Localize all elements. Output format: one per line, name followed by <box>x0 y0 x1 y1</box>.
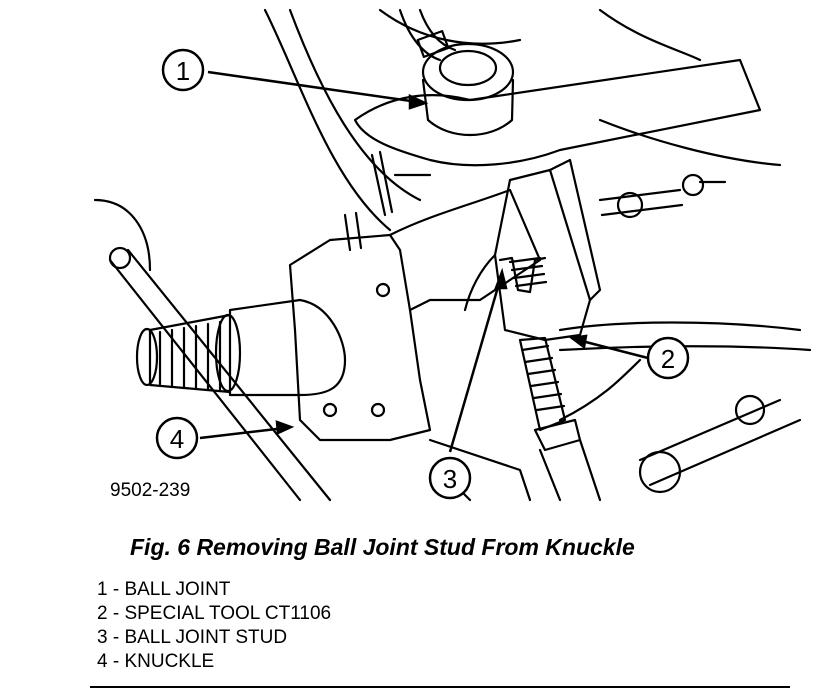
ball-joint-stud <box>498 256 548 294</box>
callout-4-number: 4 <box>170 424 184 454</box>
legend-list: 1 - BALL JOINT 2 - SPECIAL TOOL CT1106 3… <box>97 578 331 674</box>
special-tool <box>463 158 602 342</box>
figure-caption: Fig. 6 Removing Ball Joint Stud From Knu… <box>130 534 635 560</box>
callout-1-circle <box>161 48 205 92</box>
leader-line-3 <box>448 279 502 453</box>
callout-2-circle <box>646 336 690 380</box>
rotor-outline <box>263 8 392 232</box>
callout-4-circle <box>155 416 199 460</box>
callout-1-number: 1 <box>176 56 190 86</box>
technical-illustration: 1 2 3 4 <box>93 8 812 502</box>
legend-item: 2 - SPECIAL TOOL CT1106 <box>97 603 332 624</box>
bottom-rule <box>90 686 790 688</box>
ball-joint <box>421 42 515 137</box>
legend-item: 4 - KNUCKLE <box>97 651 215 672</box>
leader-line-1 <box>207 70 419 104</box>
callout-3-number: 3 <box>443 464 457 494</box>
callout-3-circle <box>428 456 472 500</box>
legend-item: 3 - BALL JOINT STUD <box>97 627 288 648</box>
callout-2-number: 2 <box>661 344 675 374</box>
leader-line-2 <box>577 338 649 360</box>
spindle <box>135 298 347 397</box>
leader-line-4 <box>199 426 286 440</box>
figure-id-label: 9502-239 <box>110 480 191 501</box>
forcing-screw <box>518 336 582 452</box>
legend-item: 1 - BALL JOINT <box>97 579 231 600</box>
stabilizer-bar <box>108 258 302 502</box>
upper-control-arm <box>353 58 762 167</box>
